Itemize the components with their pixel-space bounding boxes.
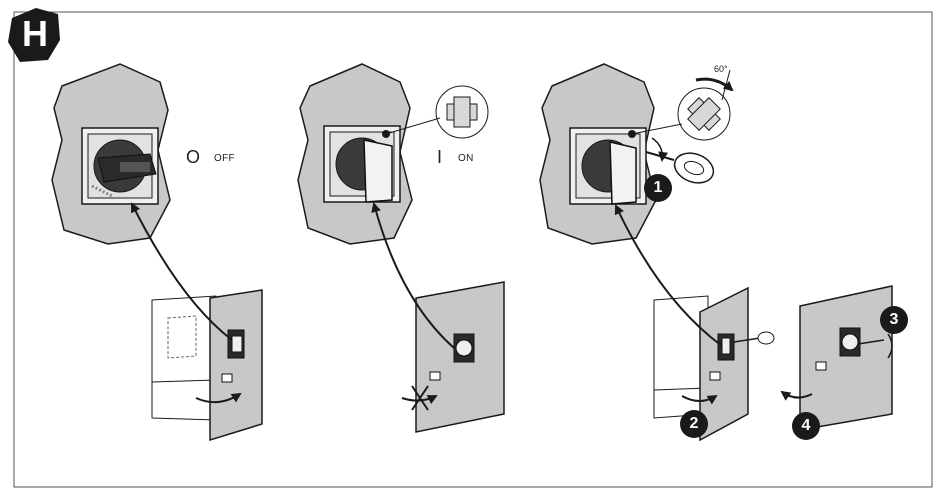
step-4-number: 4	[801, 417, 811, 434]
section-letter: H	[22, 13, 48, 54]
rotary-handle-on	[323, 125, 401, 203]
panel-3	[539, 63, 775, 442]
handle-position-inset-60	[631, 69, 734, 141]
step-2-badge	[680, 410, 708, 438]
step-3-badge	[880, 306, 908, 334]
state-label-on: ON	[458, 153, 474, 164]
arrow-2	[371, 202, 455, 349]
arrow-1	[131, 202, 233, 341]
angle-label: 60°	[714, 64, 728, 74]
step-3-number: 3	[889, 311, 899, 328]
handle-position-inset-on	[385, 85, 489, 139]
step-4-badge	[792, 412, 820, 440]
state-label-off: OFF	[214, 153, 235, 164]
screwdriver-icon	[645, 137, 715, 184]
panel-1	[51, 63, 263, 442]
panel-2	[297, 63, 505, 433]
state-symbol-on: I	[437, 147, 443, 167]
step-1-number: 1	[653, 179, 663, 196]
step-1-badge	[644, 174, 672, 202]
rotary-handle-unlock	[569, 127, 647, 205]
cabinet-3	[653, 286, 775, 442]
cabinet-2	[401, 281, 505, 433]
arrow-3	[614, 204, 723, 347]
cabinet-1	[151, 289, 263, 442]
step-2-number: 2	[689, 415, 699, 432]
frame-border	[13, 11, 933, 488]
section-badge	[8, 8, 60, 62]
blocked-cross	[401, 385, 438, 411]
panel-4	[780, 285, 893, 431]
rotary-handle-off	[81, 127, 159, 205]
state-symbol-off: O	[186, 147, 201, 167]
cabinet-4	[780, 285, 893, 431]
